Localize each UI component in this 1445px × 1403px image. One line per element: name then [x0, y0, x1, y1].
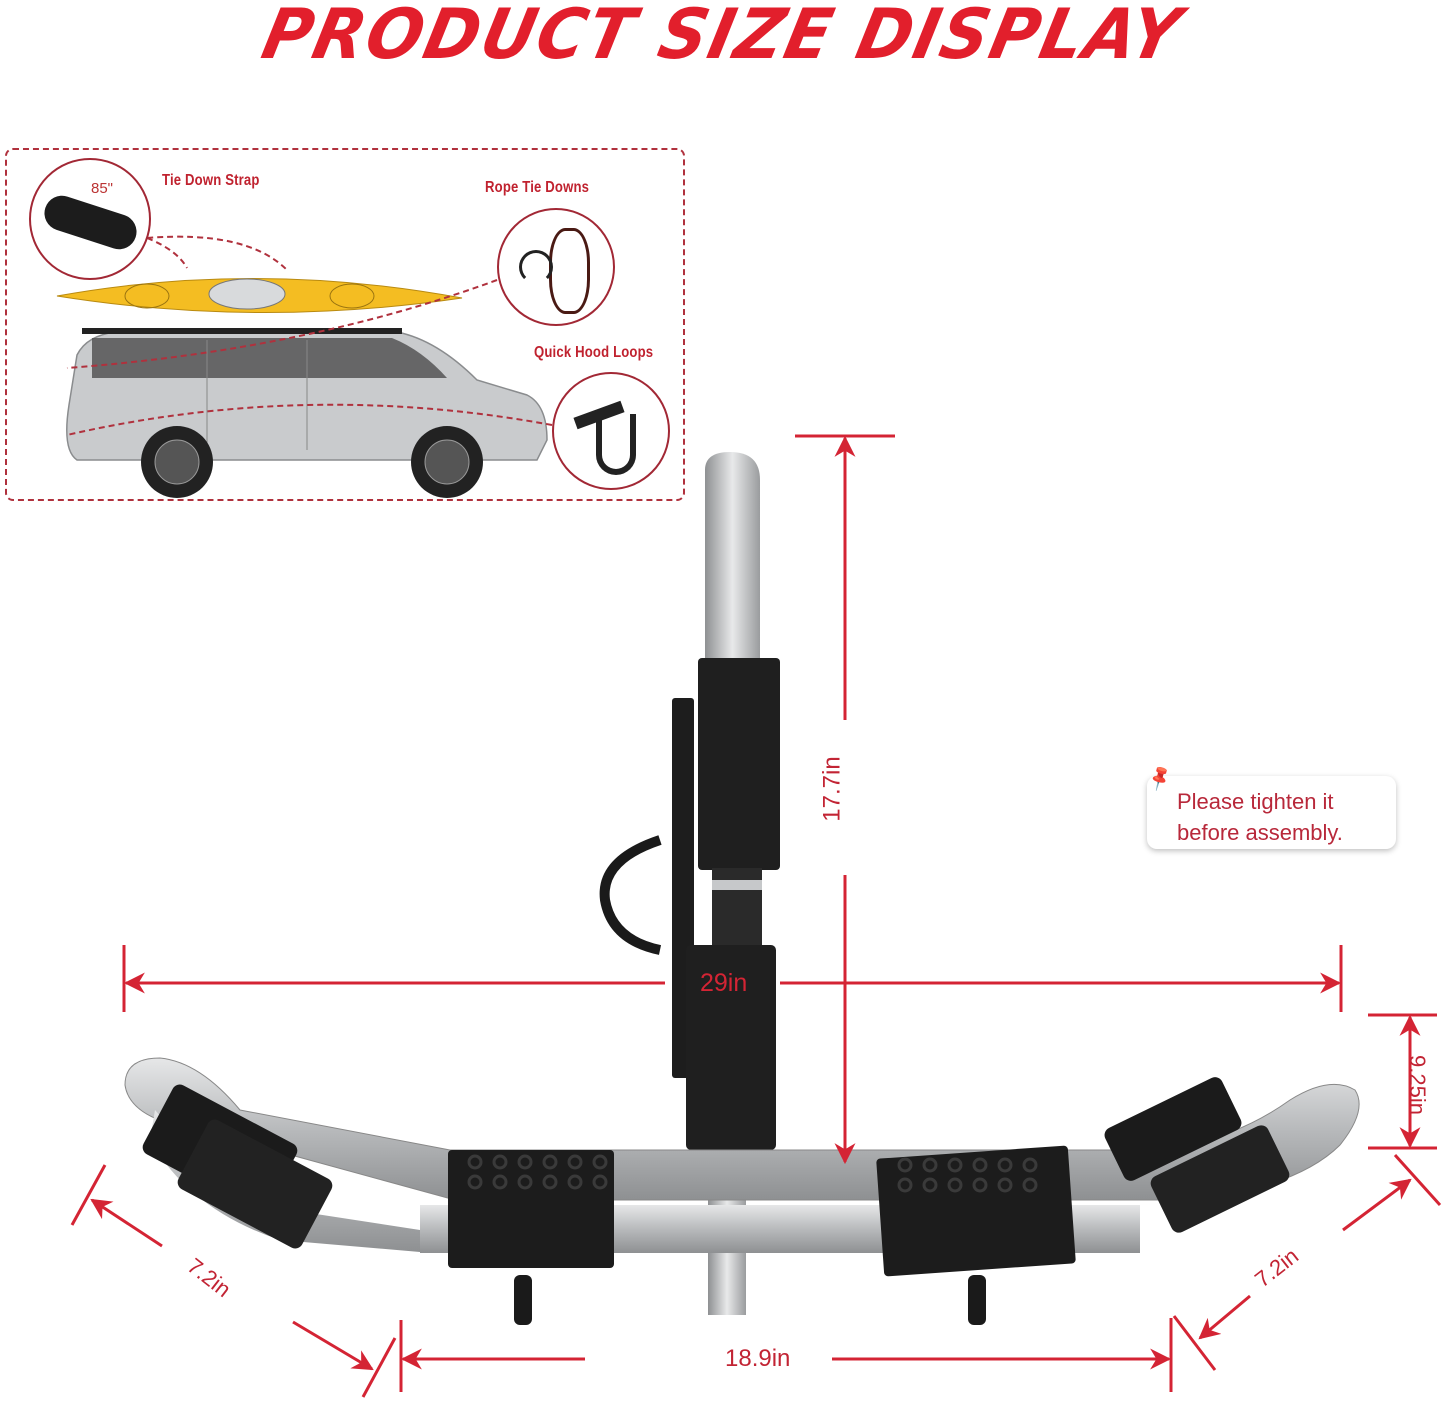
base-width-dimension-label: 18.9in: [725, 1345, 791, 1372]
quick-hood-loops-label: Quick Hood Loops: [534, 344, 654, 361]
note-line-1: Please tighten it: [1177, 789, 1334, 814]
width-dimension-label: 29in: [700, 969, 748, 997]
hook-icon: [519, 250, 553, 284]
height-dimension-label: 17.7in: [818, 756, 846, 822]
strap-length: 85": [91, 180, 114, 197]
side-height-dimension-label: 9.25in: [1404, 1055, 1430, 1115]
accessory-inset: 85" Tie Down Strap Rope Tie Downs Quick …: [5, 148, 685, 501]
car-kayak-illustration: [56, 235, 553, 498]
quick-hood-loops-image: [552, 372, 670, 490]
tie-down-strap-label: Tie Down Strap: [162, 172, 260, 189]
hood-loop-strap-icon: [596, 414, 636, 475]
rope-tie-downs-label: Rope Tie Downs: [485, 179, 590, 196]
tie-down-strap-image: 85": [29, 158, 151, 280]
note-line-2: before assembly.: [1177, 820, 1343, 845]
tighten-note: 📌 Please tighten it before assembly.: [1145, 764, 1396, 849]
rope-tie-downs-image: [497, 208, 615, 326]
